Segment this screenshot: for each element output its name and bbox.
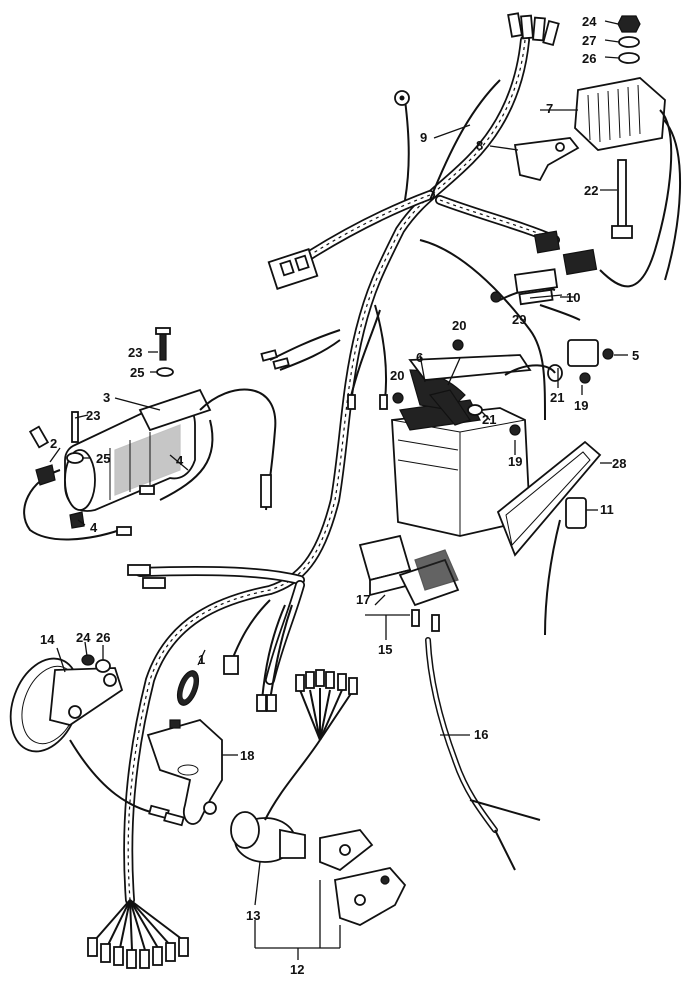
coil-hardware <box>28 327 174 529</box>
harness-top-connectors <box>507 12 560 47</box>
callout-9: 9 <box>420 130 427 145</box>
battery-strap <box>496 440 612 557</box>
callout-23a: 23 <box>128 345 142 360</box>
callout-29: 29 <box>512 312 526 327</box>
battery <box>391 354 532 537</box>
cover-17 <box>358 534 412 597</box>
battery-hardware <box>392 339 591 436</box>
callout-16: 16 <box>474 727 488 742</box>
regulator-hardware <box>604 15 641 64</box>
callout-27: 27 <box>582 33 596 48</box>
callout-28: 28 <box>612 456 626 471</box>
callout-10: 10 <box>566 290 580 305</box>
callout-26a: 26 <box>582 51 596 66</box>
harness-lower-leads <box>127 564 293 712</box>
ignition-switch <box>230 669 358 863</box>
callouts: 1 2 3 4 4 5 6 7 8 9 10 11 12 13 14 15 16… <box>40 14 639 977</box>
callout-11: 11 <box>600 502 614 517</box>
bolt-22 <box>600 159 633 239</box>
meter-14 <box>9 654 185 827</box>
harness-bottom-fanout <box>87 899 189 969</box>
callout-14: 14 <box>40 632 55 647</box>
callout-2: 2 <box>50 436 57 451</box>
callout-20b: 20 <box>390 368 404 383</box>
callout-13: 13 <box>246 908 260 923</box>
callout-26b: 26 <box>96 630 110 645</box>
callout-6: 6 <box>416 350 423 365</box>
callout-18: 18 <box>240 748 254 763</box>
callout-8: 8 <box>476 138 483 153</box>
callout-19a: 19 <box>574 398 588 413</box>
callout-15: 15 <box>378 642 392 657</box>
callout-19b: 19 <box>508 454 522 469</box>
callout-7: 7 <box>546 101 553 116</box>
callout-24b: 24 <box>76 630 91 645</box>
top-wire-leads <box>269 79 546 421</box>
wire-16 <box>425 637 541 871</box>
leader-lines <box>49 109 583 960</box>
callout-4a: 4 <box>176 453 184 468</box>
callout-5: 5 <box>632 348 639 363</box>
grommet-1 <box>176 649 206 706</box>
bullet-terminals <box>260 349 388 410</box>
connector-cover-15 <box>398 549 460 632</box>
callout-25b: 25 <box>96 451 110 466</box>
fuse-holder <box>490 230 598 321</box>
ignition-coil <box>23 388 277 541</box>
bracket-8 <box>489 137 580 182</box>
switch-cover <box>319 829 407 926</box>
callout-17: 17 <box>356 592 370 607</box>
callout-21b: 21 <box>482 412 496 427</box>
starter-relay <box>567 339 628 367</box>
callout-23b: 23 <box>86 408 100 423</box>
callout-3: 3 <box>103 390 110 405</box>
callout-22: 22 <box>584 183 598 198</box>
bracket-18 <box>146 718 238 825</box>
component-11 <box>544 497 598 636</box>
callout-20a: 20 <box>452 318 466 333</box>
callout-25a: 25 <box>130 365 144 380</box>
rectifier-regulator <box>574 77 682 288</box>
callout-21a: 21 <box>550 390 564 405</box>
callout-1: 1 <box>198 652 205 667</box>
harness-connector-block <box>267 248 319 290</box>
callout-12: 12 <box>290 962 304 977</box>
callout-24a: 24 <box>582 14 597 29</box>
callout-4b: 4 <box>90 520 98 535</box>
